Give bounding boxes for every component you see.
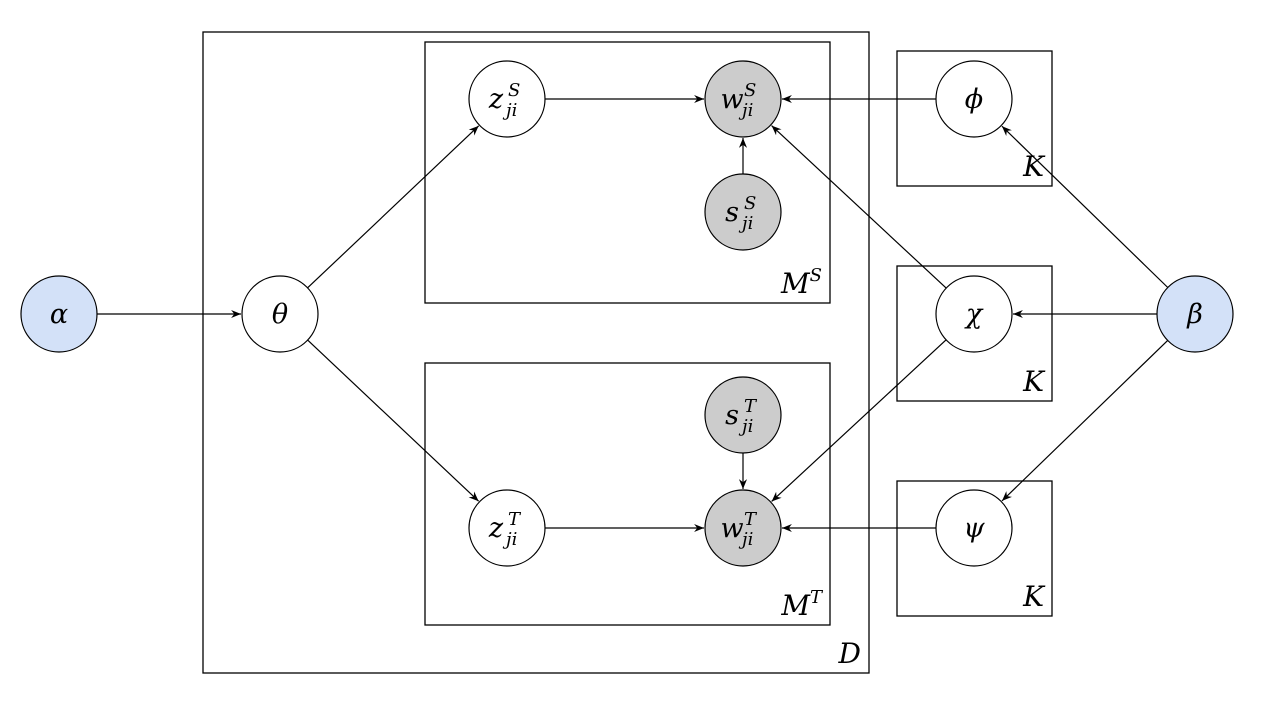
plate-label: K [1022,365,1046,398]
plate-border [424,41,831,304]
plate-border [202,31,870,674]
node-subscript: ji [738,529,753,550]
node-circle [935,489,1013,567]
plate-K2: K [896,265,1053,402]
node-theta: θ [241,275,319,353]
node-circle [468,489,546,567]
node-symbol: z [488,513,504,544]
node-alpha: α [20,275,98,353]
node-symbol: s [725,400,739,431]
node-circle [704,173,782,251]
node-circle [468,60,546,138]
node-circle [1156,275,1234,353]
plate-label: D [838,637,861,670]
node-subscript: ji [738,213,753,234]
node-symbol: θ [272,299,288,330]
node-superscript: T [744,396,758,417]
edge-beta-to-phi [1001,125,1169,288]
edge-beta-to-psi [1001,340,1169,502]
plate-label: MS [780,265,822,300]
node-symbol: w [720,513,743,544]
node-subscript: ji [738,100,753,121]
node-superscript: S [744,80,756,101]
node-symbol: χ [964,299,984,330]
plate-border [896,265,1053,402]
node-symbol: z [488,84,504,115]
plate-MS: MS [424,41,831,304]
node-subscript: ji [502,100,517,121]
edge-chi-to-wT [771,339,947,502]
node-superscript: T [508,509,522,530]
node-circle [935,60,1013,138]
plate-border [896,50,1053,187]
node-subscript: ji [502,529,517,550]
node-circle [20,275,98,353]
node-symbol: w [720,84,743,115]
node-superscript: T [744,509,758,530]
node-symbol: s [725,197,739,228]
node-circle [704,376,782,454]
node-circle [704,60,782,138]
plate-MT: MT [424,362,831,626]
plate-K1: K [896,50,1053,187]
node-circle [241,275,319,353]
node-superscript: S [744,193,756,214]
node-psi: ψ [935,489,1013,567]
plate-label: K [1022,580,1046,613]
edge-chi-to-wS [771,125,947,289]
node-chi: χ [935,275,1013,353]
node-beta: β [1156,275,1234,353]
node-circle [935,275,1013,353]
edge-theta-to-zS [307,125,480,289]
edge-theta-to-zT [307,339,480,502]
plate-label: K [1022,150,1046,183]
plate-label: MT [780,587,824,622]
plate-border [424,362,831,626]
node-symbol: ψ [963,513,985,544]
node-symbol: ϕ [965,84,983,115]
plate-K3: K [896,480,1053,617]
node-superscript: S [508,80,520,101]
node-phi: ϕ [935,60,1013,138]
node-circle [704,489,782,567]
plate-border [896,480,1053,617]
node-symbol: β [1186,299,1203,330]
node-subscript: ji [738,416,753,437]
node-symbol: α [50,299,68,330]
plate-D: D [202,31,870,674]
